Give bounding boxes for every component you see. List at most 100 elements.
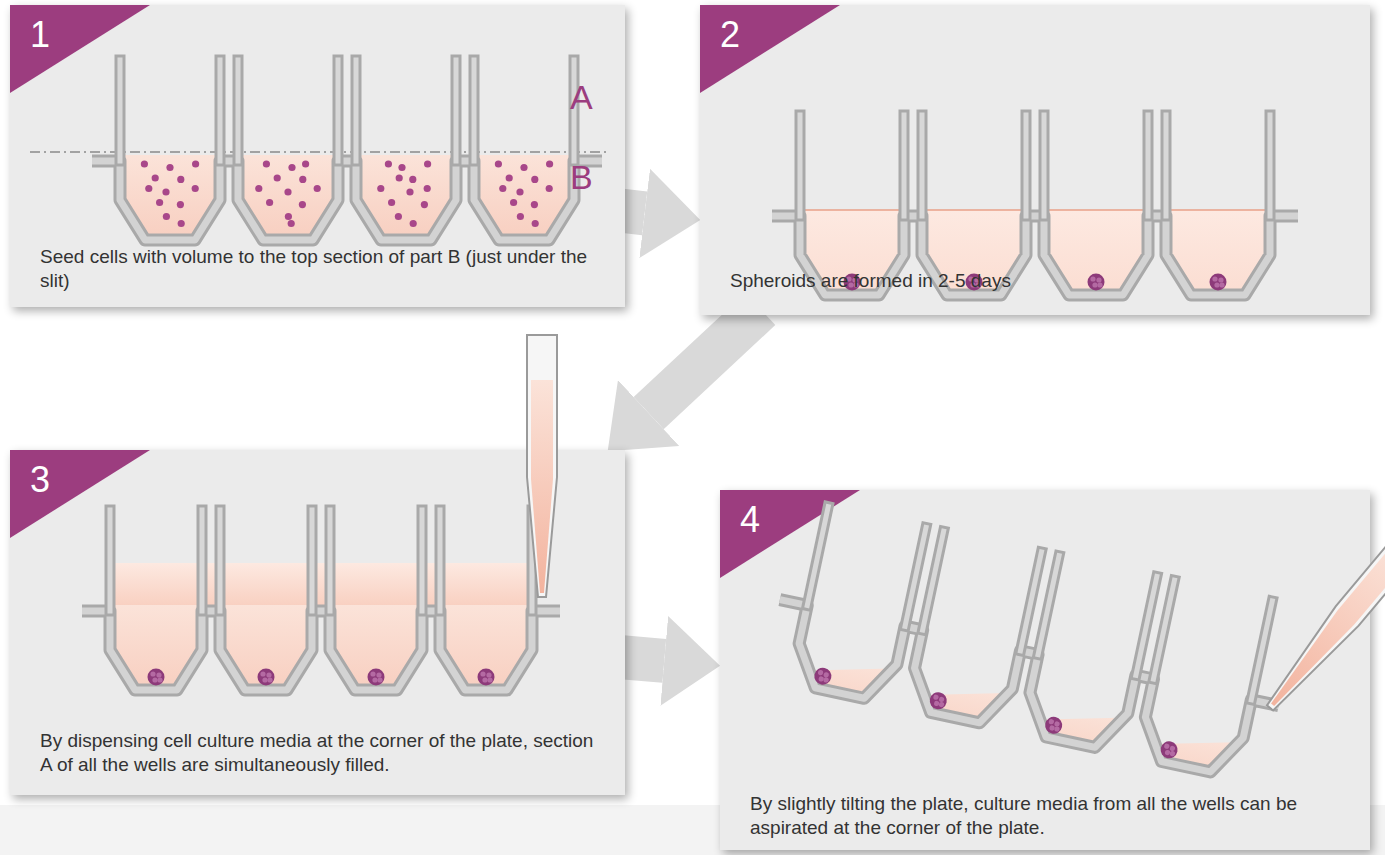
media-level [800,209,904,211]
step-panel: 1Seed cells with volume to the top secti… [10,5,625,307]
spheroid-cell [260,671,265,676]
well-wall [795,115,806,216]
step-arrow [619,657,664,661]
spheroid-cell [818,676,824,682]
well-wall [1143,115,1154,216]
well-wall [1038,556,1059,655]
cell [299,176,306,183]
cell [141,160,148,167]
part-label: A [570,78,593,116]
step-number: 4 [740,500,760,540]
cell [314,185,321,192]
spheroid-cell [1097,282,1102,287]
spheroid-cell [1219,282,1224,287]
spheroid-cell [266,672,271,677]
cell [255,185,262,192]
pipette-tip [1259,507,1385,718]
step-corner [10,5,150,93]
spheroid-cell [377,677,382,682]
spheroid [1159,740,1179,760]
well-wall [307,510,318,611]
well-plate [82,611,560,690]
culture-media [795,210,909,410]
cell [284,188,291,195]
spheroid-cell [817,670,823,676]
culture-media [877,670,1016,842]
cell [266,199,273,206]
spheroid-cell [938,701,944,707]
well-wall [1268,115,1273,216]
cell [424,185,431,192]
cell [156,199,163,206]
spheroid-cell [1092,282,1097,287]
cell [302,160,309,167]
well-wall [1042,115,1047,216]
well-wall [1153,580,1174,679]
spheroid-cell [376,672,381,677]
well-wall [1265,115,1276,216]
step-number: 1 [30,15,50,55]
spheroid-cell [482,677,487,682]
step-number: 3 [30,460,50,500]
cell [288,164,295,171]
spheroid [1210,274,1227,291]
well-wall [920,115,925,216]
spheroid-cell [262,677,267,682]
cell [377,185,384,192]
cell [388,199,395,206]
spheroid-cell [1169,745,1175,751]
cell [398,164,405,171]
well-wall [1024,115,1029,216]
well-wall [923,531,944,630]
culture-media [1039,210,1153,410]
well-wall [215,60,226,161]
pipette-media [531,380,553,593]
cell [177,201,184,208]
cell [162,188,169,195]
cell [406,188,413,195]
cell [177,176,184,183]
culture-media [917,210,1031,410]
well-wall [435,510,446,611]
spheroid [813,666,833,686]
culture-media [1108,719,1247,855]
well-wall [336,60,341,161]
well-wall [218,60,223,161]
spheroid-cell [487,677,492,682]
spheroid [368,669,385,686]
cell [192,185,199,192]
well-wall [1038,556,1059,655]
well-wall [328,510,333,611]
well-wall [438,510,443,611]
cell [409,176,416,183]
step-panel: 4By slightly tilting the plate, culture … [720,490,1370,850]
cell [145,185,152,192]
spheroid-cell [156,672,161,677]
media-level [922,209,1026,211]
spheroid-cell [1214,282,1219,287]
step-caption: Seed cells with volume to the top sectio… [40,245,601,293]
well-wall [354,60,359,161]
well-wall [351,60,362,161]
well-wall [417,510,428,611]
well-wall [310,510,315,611]
spheroid-cell [1169,751,1175,757]
spheroid-cell [1054,726,1060,732]
step-corner [720,490,860,578]
cell [192,160,199,167]
well-wall [218,510,223,611]
well-wall [1251,601,1272,700]
spheroid [1044,715,1064,735]
culture-media [435,605,537,805]
spheroid-cell [934,700,940,706]
cell [163,213,170,220]
spheroid-cell [1218,277,1223,282]
spheroid-cell [152,677,157,682]
cell [410,220,417,227]
cell [395,213,402,220]
well-plate [92,161,602,240]
well-wall [215,510,226,611]
media-level [1166,209,1270,211]
culture-media [1161,210,1275,410]
